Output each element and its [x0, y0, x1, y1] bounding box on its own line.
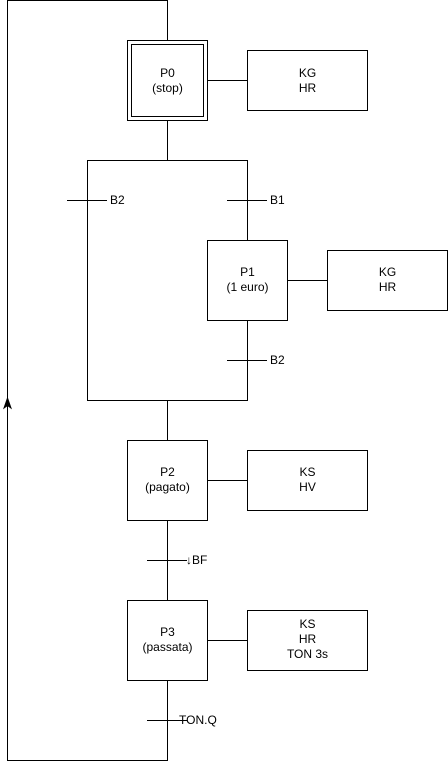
step-p2-desc: (pagato) — [145, 480, 190, 494]
action-p2-line-1: KS — [299, 465, 315, 479]
action-p3-line-1: KS — [299, 617, 315, 631]
transition-label-b2-left: B2 — [110, 193, 125, 207]
step-p0[interactable]: P0 (stop) — [127, 40, 208, 121]
step-p0-name: P0 — [160, 66, 175, 80]
action-box-p0-frame — [247, 50, 368, 111]
step-p0-desc: (stop) — [152, 81, 183, 95]
step-p2-box — [127, 440, 208, 521]
action-p3-line-2: HR — [299, 632, 317, 646]
action-p3-line-3: TON 3s — [287, 647, 328, 661]
action-p0-line-2: HR — [299, 81, 317, 95]
action-box-p2[interactable]: KS HV — [247, 450, 368, 511]
step-p3[interactable]: P3 (passata) — [127, 600, 208, 681]
step-p1-box — [207, 240, 288, 321]
connections — [7, 0, 327, 761]
loop-back-line — [7, 0, 168, 761]
action-box-p3[interactable]: KS HR TON 3s — [247, 610, 368, 671]
action-box-p3-frame — [247, 610, 368, 671]
action-p1-line-1: KG — [379, 265, 396, 279]
step-p1-desc: (1 euro) — [226, 280, 268, 294]
action-box-p2-frame — [247, 450, 368, 511]
action-box-p1[interactable]: KG HR — [327, 250, 448, 311]
step-p2-name: P2 — [160, 465, 175, 479]
step-p0-inner — [131, 44, 204, 117]
step-p1-name: P1 — [240, 265, 255, 279]
step-p2[interactable]: P2 (pagato) — [127, 440, 208, 521]
action-box-p0[interactable]: KG HR — [247, 50, 368, 111]
transition-label-b1: B1 — [270, 193, 285, 207]
transition-label-ton-q: TON.Q — [179, 713, 217, 727]
transition-label-bf: ↓BF — [186, 553, 207, 567]
step-p3-desc: (passata) — [142, 640, 192, 654]
step-p3-box — [127, 600, 208, 681]
action-p1-line-2: HR — [379, 280, 397, 294]
action-p2-line-2: HV — [299, 480, 316, 494]
loop-arrow-icon — [3, 396, 12, 410]
transition-label-b2-right: B2 — [270, 353, 285, 367]
action-p0-line-1: KG — [299, 66, 316, 80]
step-p1[interactable]: P1 (1 euro) — [207, 240, 288, 321]
step-p3-name: P3 — [160, 625, 175, 639]
